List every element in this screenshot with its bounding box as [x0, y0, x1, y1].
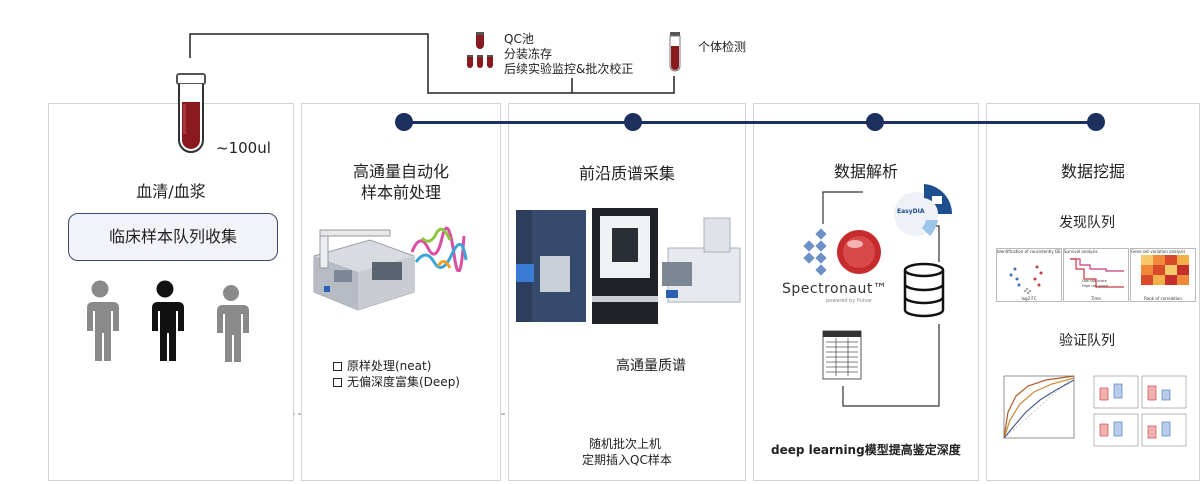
timeline-dot	[624, 113, 642, 131]
option-neat[interactable]: 原样处理(neat)	[333, 357, 431, 374]
roc-curve-plot	[996, 372, 1078, 448]
data-analysis-title: 数据解析	[833, 162, 898, 181]
survival-plot-title: Survival analysis	[1064, 249, 1098, 254]
km-legend-high: High risk score	[1082, 284, 1108, 288]
validation-plots	[996, 372, 1194, 452]
serum-plasma-title: 血清/血浆	[136, 182, 206, 201]
database-icon	[903, 262, 945, 318]
person-icon	[217, 285, 249, 362]
km-legend-low: Low risk score	[1082, 279, 1107, 283]
validation-cohort-label: 验证队列	[1059, 333, 1115, 349]
spectronaut-sub: powered by Pulsar	[826, 298, 873, 304]
volcano-plot: Identification of consistently DEGs log2…	[996, 248, 1062, 302]
timeline-dot	[1087, 113, 1105, 131]
batch-random-label: 随机批次上机	[589, 437, 662, 451]
person-icon	[151, 280, 184, 361]
cohort-collection-button[interactable]: 临床样本队列收集	[68, 213, 278, 261]
spectronaut-name: Spectronaut™	[782, 281, 888, 297]
qc-pool-label: QC池	[504, 32, 534, 46]
discovery-plots: Identification of consistently DEGs log2…	[996, 248, 1196, 306]
mass-spectrometer-image	[516, 208, 741, 324]
option-deep[interactable]: 无偏深度富集(Deep)	[333, 373, 460, 390]
protein-structure-image	[410, 226, 468, 272]
qc-pool-tubes-icon	[467, 32, 493, 68]
panel-data-analysis	[753, 103, 979, 481]
easydia-label: EasyDIA	[897, 208, 925, 215]
qc-aliquot-label: 分装冻存	[504, 47, 553, 61]
qc-monitor-label: 后续实验监控&批次校正	[504, 62, 634, 76]
timeline-dot	[395, 113, 413, 131]
spectronaut-logo	[803, 228, 881, 276]
volcano-plot-title: Identification of consistently DEGs	[997, 249, 1061, 254]
discovery-cohort-label: 发现队列	[1059, 215, 1115, 231]
high-throughput-ms-label: 高通量质谱	[616, 358, 686, 374]
timeline-line	[404, 121, 1096, 124]
data-mining-title: 数据挖掘	[1060, 162, 1125, 181]
survival-plot: Survival analysis Low risk score High ri…	[1063, 248, 1129, 302]
checkbox-icon	[333, 362, 342, 371]
easydia-logo	[894, 184, 953, 236]
liquid-handler-image	[313, 229, 415, 311]
person-icon	[86, 280, 119, 361]
boxplot-panel	[1086, 372, 1194, 450]
deep-learning-label: deep learning模型提高鉴定深度	[771, 443, 961, 457]
heatmap-plot: Gene set variation analysis Rank of corr…	[1130, 248, 1196, 302]
heatmap-plot-xlabel: Rank of correlation	[1144, 296, 1182, 301]
sample-prep-title-line2: 样本前处理	[360, 183, 441, 202]
batch-qc-label: 定期插入QC样本	[582, 453, 672, 467]
document-table-icon	[822, 330, 862, 380]
timeline-dot	[866, 113, 884, 131]
option-neat-label: 原样处理(neat)	[347, 359, 432, 373]
individual-test-label: 个体检测	[698, 40, 747, 54]
ms-acquisition-title: 前沿质谱采集	[578, 164, 675, 183]
individual-tube-icon	[669, 32, 681, 72]
blood-tube-icon	[176, 73, 206, 153]
checkbox-icon	[333, 378, 342, 387]
sample-prep-title-line1: 高通量自动化	[352, 162, 449, 181]
option-deep-label: 无偏深度富集(Deep)	[347, 375, 460, 389]
volume-label: ~100ul	[216, 139, 271, 157]
heatmap-plot-title: Gene set variation analysis	[1131, 249, 1186, 254]
volcano-plot-xlabel: log2 FC	[1021, 296, 1037, 301]
survival-plot-xlabel: Time	[1091, 296, 1101, 301]
